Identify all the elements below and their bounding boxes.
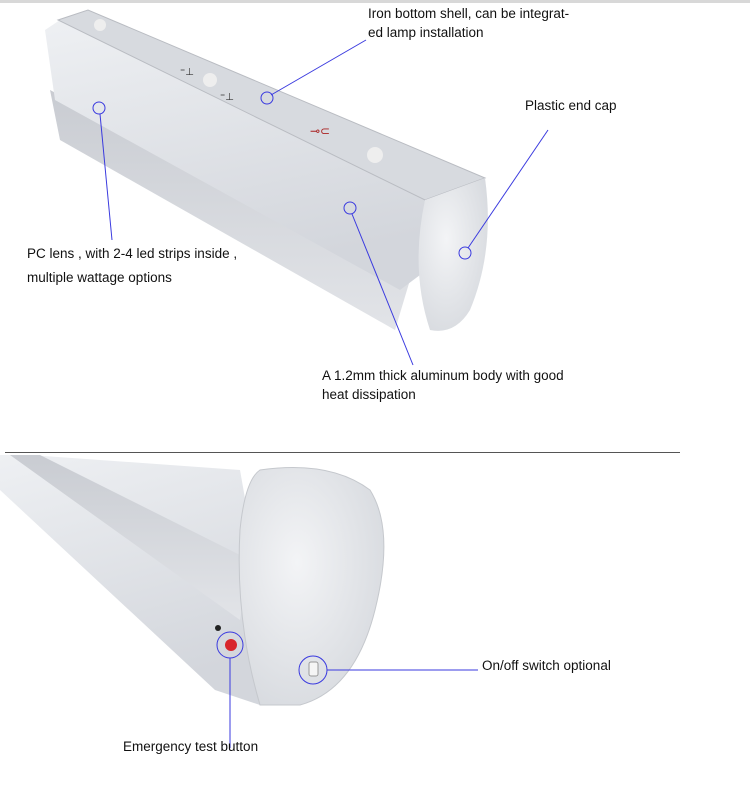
lens-strip	[50, 90, 410, 330]
callout-switch: On/off switch optional	[482, 656, 611, 675]
callout-text: Plastic end cap	[525, 98, 617, 113]
callout-aluminum-body: A 1.2mm thick aluminum body with good he…	[322, 366, 564, 404]
svg-text:⊸⊂: ⊸⊂	[310, 124, 330, 138]
switch	[308, 661, 319, 677]
callout-text: ed lamp installation	[368, 25, 484, 40]
callout-text: multiple wattage options	[27, 270, 172, 285]
callout-text: Iron bottom shell, can be integrat-	[368, 6, 570, 21]
callout-text: A 1.2mm thick aluminum body with good	[322, 368, 564, 383]
callout-end-cap: Plastic end cap	[525, 96, 617, 115]
callout-text: Emergency test button	[123, 739, 259, 754]
end-cap	[418, 178, 488, 331]
callout-text: heat dissipation	[322, 387, 416, 402]
emergency-button	[225, 639, 237, 651]
svg-text:⁼⊥: ⁼⊥	[220, 92, 234, 103]
callout-lines	[92, 39, 549, 748]
section-divider	[5, 452, 680, 453]
callout-pc-lens: PC lens , with 2-4 led strips inside , m…	[27, 242, 237, 290]
callout-emergency: Emergency test button	[123, 737, 258, 756]
callout-text: PC lens , with 2-4 led strips inside ,	[27, 246, 238, 261]
aluminum-body	[45, 20, 425, 290]
svg-text:⁼⊥: ⁼⊥	[180, 67, 194, 78]
fixture-top-view: ⁼⊥ ⁼⊥ ⊸⊂	[45, 9, 488, 331]
callout-text: On/off switch optional	[482, 658, 611, 673]
callout-iron-shell: Iron bottom shell, can be integrat- ed l…	[368, 4, 569, 42]
lens-strip	[10, 455, 250, 620]
fixture-bottom-view	[0, 455, 385, 706]
top-border	[0, 0, 750, 3]
end-cap	[238, 467, 385, 706]
